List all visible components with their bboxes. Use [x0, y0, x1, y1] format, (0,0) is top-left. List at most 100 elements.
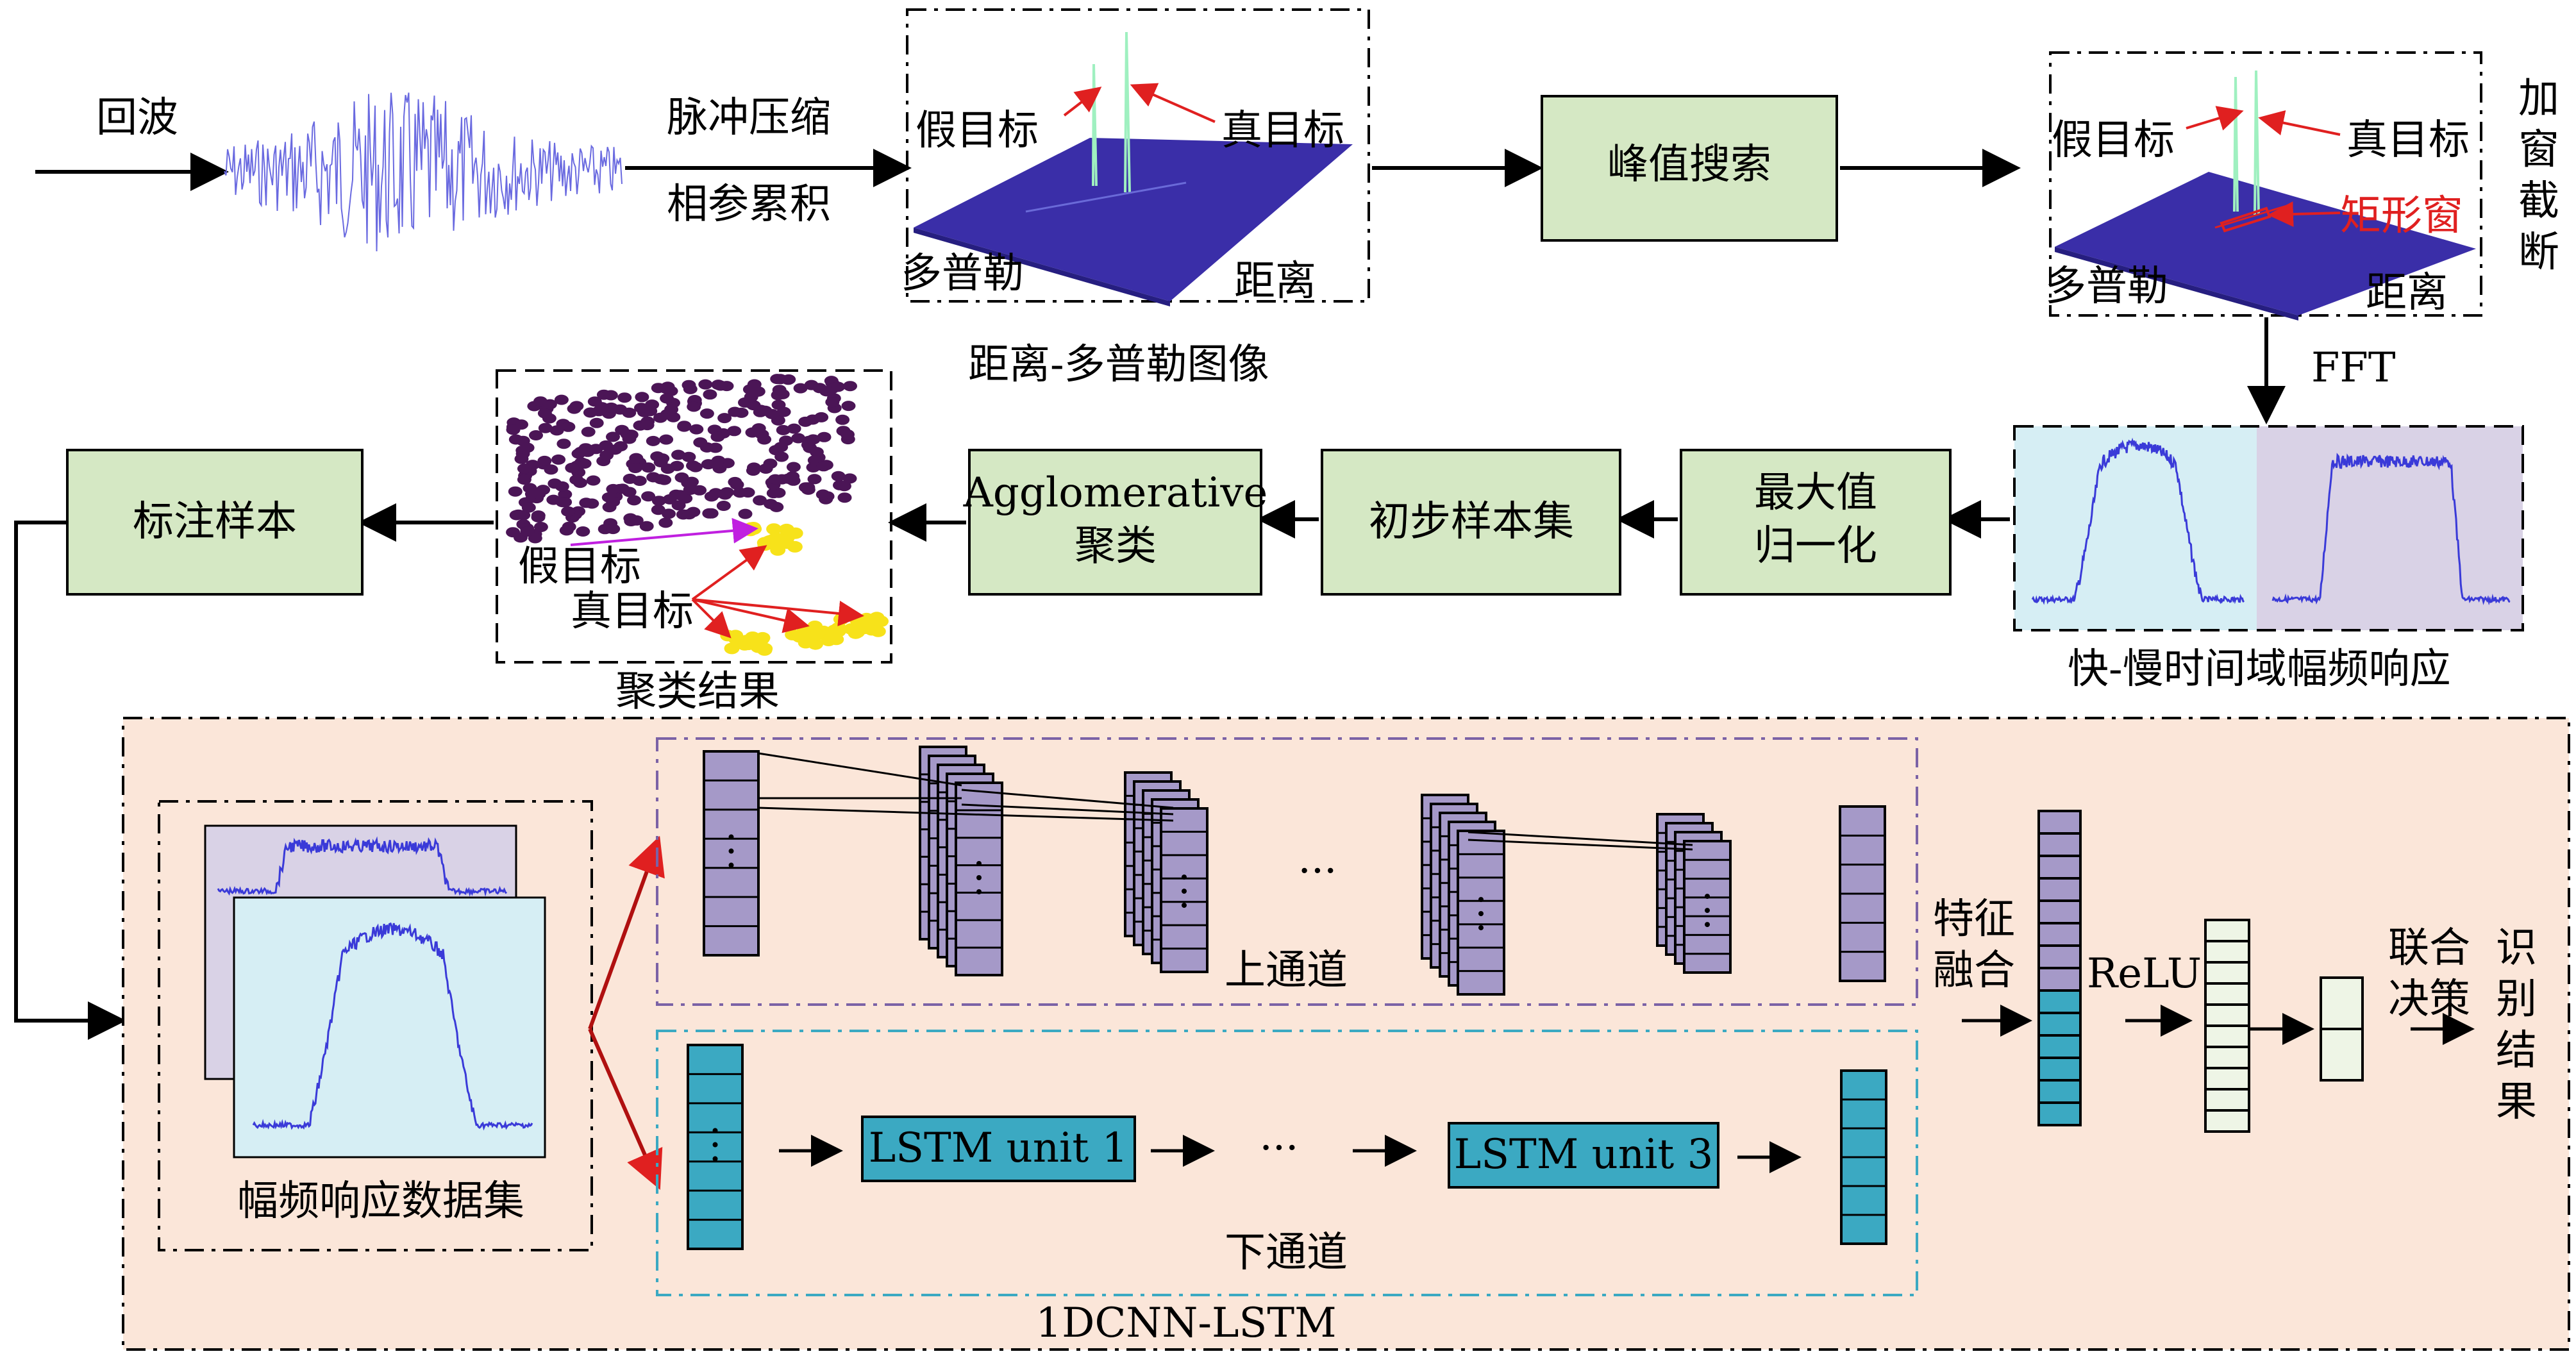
cluster-point-fake	[766, 488, 781, 499]
win-doppler-label: 多普勒	[2045, 263, 2168, 310]
cluster-point-fake	[565, 462, 580, 473]
joint-decision-line2: 决策	[2388, 976, 2470, 1023]
upper-channel-label: 上通道	[1225, 947, 1348, 994]
window-truncation-char-2: 窗	[2518, 126, 2559, 174]
lstm-input-column-dot	[712, 1156, 718, 1162]
cluster-point-fake	[508, 486, 523, 497]
cluster-point-fake	[671, 500, 686, 511]
cluster-point-fake	[843, 381, 857, 392]
cluster-point-fake	[727, 426, 742, 437]
cluster-point-fake	[746, 465, 760, 476]
cluster-point-fake	[634, 403, 648, 414]
slow-time-response-curve	[2271, 453, 2511, 606]
recognition-result-char-4: 果	[2496, 1078, 2537, 1126]
cluster-point-fake	[641, 462, 656, 473]
cluster-point-fake	[816, 461, 831, 472]
recognition-result-label: 识 别 结 果	[2496, 924, 2537, 1126]
cluster-point-fake	[551, 454, 566, 465]
cluster-point-fake	[635, 392, 649, 403]
feature-fusion-line2: 融合	[1933, 947, 2015, 994]
cluster-point-fake	[807, 455, 822, 465]
cluster-point-fake	[617, 392, 632, 403]
fused-cell	[2037, 832, 2082, 857]
win-true-target-arrow	[2258, 110, 2341, 136]
cluster-point-fake	[521, 502, 536, 513]
cluster-point-fake	[774, 442, 789, 453]
cluster-point-true	[728, 630, 744, 642]
cluster-point-fake	[517, 474, 531, 485]
network-name-label: 1DCNN-LSTM	[1035, 1300, 1336, 1347]
cnn-connection-line	[1468, 831, 1693, 846]
fused-cell	[2037, 1012, 2082, 1037]
cluster-point-fake	[745, 427, 760, 438]
cluster-point-fake	[698, 379, 713, 390]
pulse-compression-label: 脉冲压缩	[667, 94, 831, 142]
win-true-target-label: 真目标	[2346, 117, 2470, 164]
to-network-connector	[14, 521, 126, 1040]
cluster-point-fake	[561, 506, 576, 517]
echo-signal-trace	[224, 92, 623, 252]
cluster-point-true	[770, 544, 786, 556]
cnn-connection-line	[961, 789, 1174, 809]
cluster-true-arrow-4	[692, 598, 864, 626]
lower-channel-frame	[656, 1030, 1918, 1296]
fused-feature-vector	[2037, 810, 2082, 1126]
cluster-point-fake	[658, 517, 673, 528]
cluster-point-fake	[548, 478, 562, 489]
max-normalize-box	[1680, 449, 1952, 596]
cluster-point-fake	[683, 485, 698, 495]
dense-cell	[2204, 961, 2250, 985]
fused-cell	[2037, 810, 2082, 835]
cluster-point-fake	[689, 462, 703, 472]
window-truncation-char-3: 截	[2518, 178, 2559, 225]
cnn-feature-map	[1160, 807, 1209, 973]
dataset-front-sample	[233, 896, 546, 1158]
dense-cell	[2204, 919, 2250, 942]
peak-search-box	[1541, 95, 1838, 242]
lstm-input-vector	[687, 1044, 744, 1250]
cluster-point-fake	[529, 430, 543, 440]
cluster-point-fake	[537, 455, 552, 466]
cluster-point-fake	[653, 474, 668, 485]
cluster-point-fake	[671, 449, 685, 460]
rd-surface-plot	[914, 31, 1353, 306]
cnn-input-column	[703, 750, 760, 957]
lstm-input-column	[687, 1044, 744, 1250]
peak-search-label: 峰值搜索	[1607, 141, 1771, 188]
cluster-point-true	[870, 625, 886, 637]
agglomerative-line2: 聚类	[1075, 522, 1157, 570]
cluster-point-fake	[815, 489, 830, 500]
agglomerative-line1: Agglomerative	[963, 469, 1268, 517]
cluster-point-fake	[746, 400, 761, 411]
cluster-true-target-label: 真目标	[571, 588, 694, 635]
labeled-samples-label: 标注样本	[133, 498, 297, 546]
cluster-point-fake	[831, 471, 846, 481]
fused-cell	[2037, 922, 2082, 947]
cluster-point-fake	[569, 474, 584, 485]
cluster-point-fake	[728, 406, 742, 417]
dense-cell	[2204, 1109, 2250, 1133]
cluster-point-fake	[576, 526, 590, 537]
fused-cell	[2037, 1034, 2082, 1059]
cnn-layers	[703, 746, 1886, 996]
cluster-point-fake	[837, 481, 851, 492]
cluster-result-caption: 聚类结果	[615, 668, 780, 715]
cluster-point-fake	[758, 405, 773, 416]
cluster-point-fake	[614, 441, 628, 452]
cluster-point-fake	[603, 390, 618, 401]
cluster-point-fake	[659, 434, 674, 445]
cluster-point-fake	[622, 433, 637, 444]
cnn-feature-map-dot	[1705, 908, 1710, 914]
window-truncation-label: 加 窗 截 断	[2518, 75, 2559, 276]
cnn-feature-map	[1683, 840, 1732, 974]
cluster-point-fake	[556, 439, 571, 449]
upper-branch-arrow	[588, 835, 665, 1030]
max-normalize-line1: 最大值	[1754, 469, 1877, 517]
cluster-point-fake	[613, 404, 628, 415]
initial-sample-set-box	[1321, 449, 1621, 596]
cluster-point-fake	[544, 464, 558, 475]
cluster-true-arrow-3	[692, 598, 810, 633]
agglomerative-clustering-box	[968, 449, 1262, 596]
cluster-point-fake	[511, 509, 526, 520]
cluster-point-fake	[806, 434, 821, 445]
